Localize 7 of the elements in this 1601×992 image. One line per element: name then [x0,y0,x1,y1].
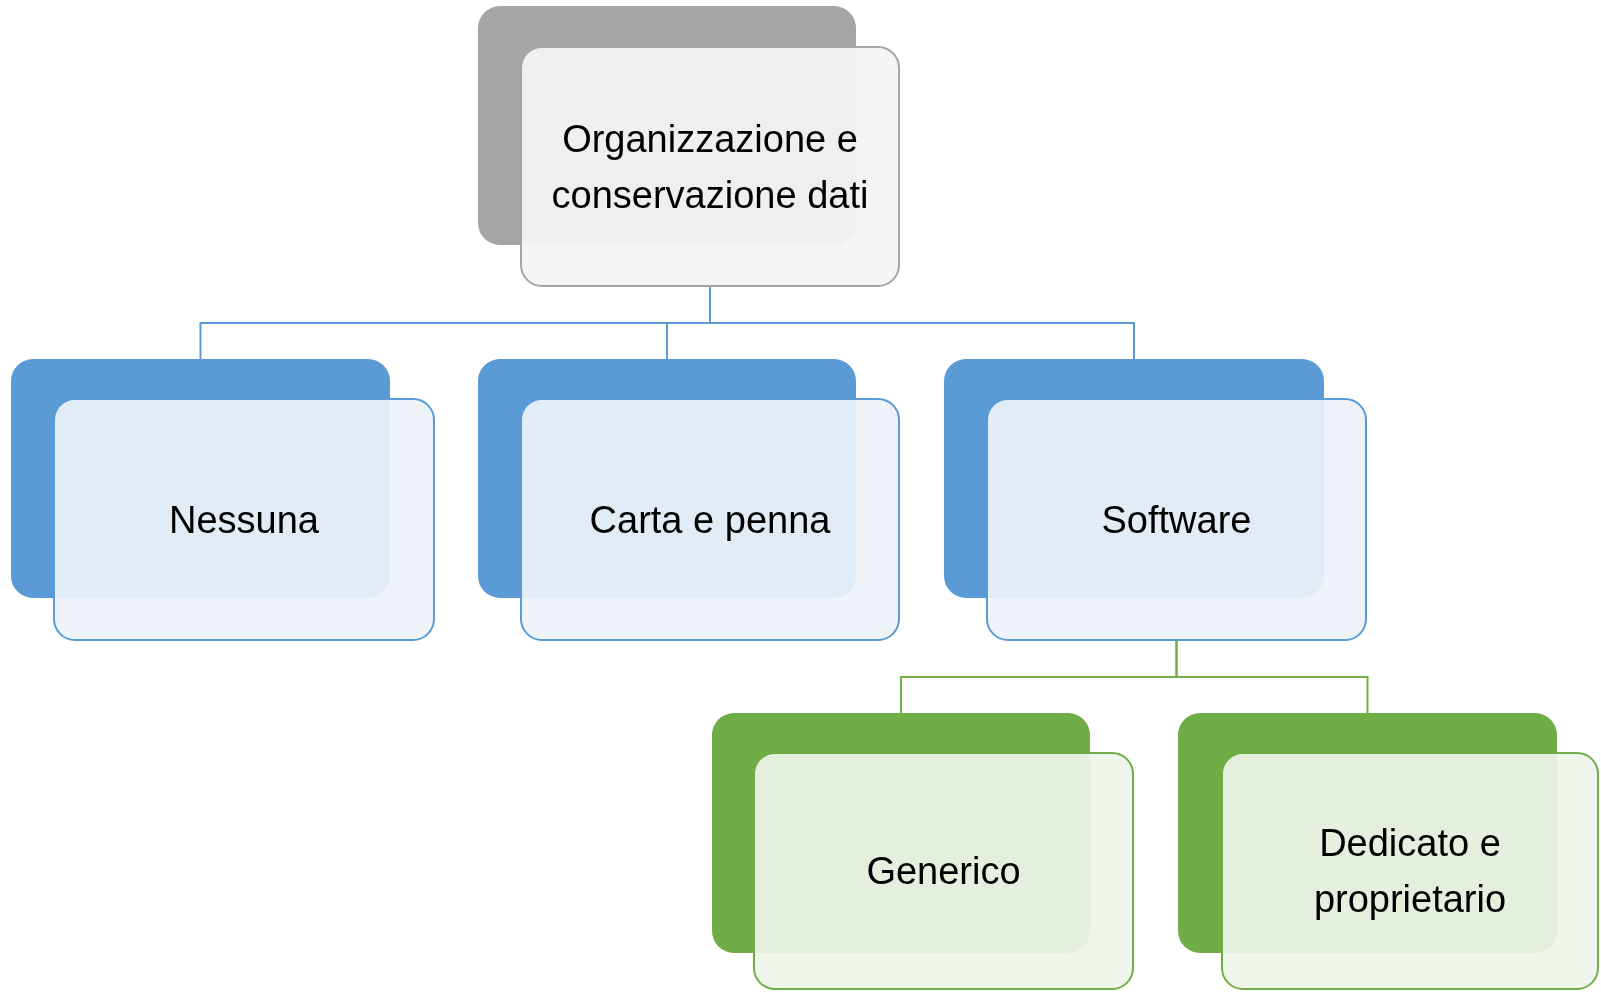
node-label: Generico [866,849,1021,894]
connector-line [1175,640,1369,714]
node-label: Carta e penna [589,497,831,543]
node-label: Dedicato e proprietario [1312,821,1508,922]
node-label: Nessuna [169,497,319,543]
node-label: Organizzazione e conservazione dati [550,116,870,218]
node-label: Software [1101,497,1252,543]
